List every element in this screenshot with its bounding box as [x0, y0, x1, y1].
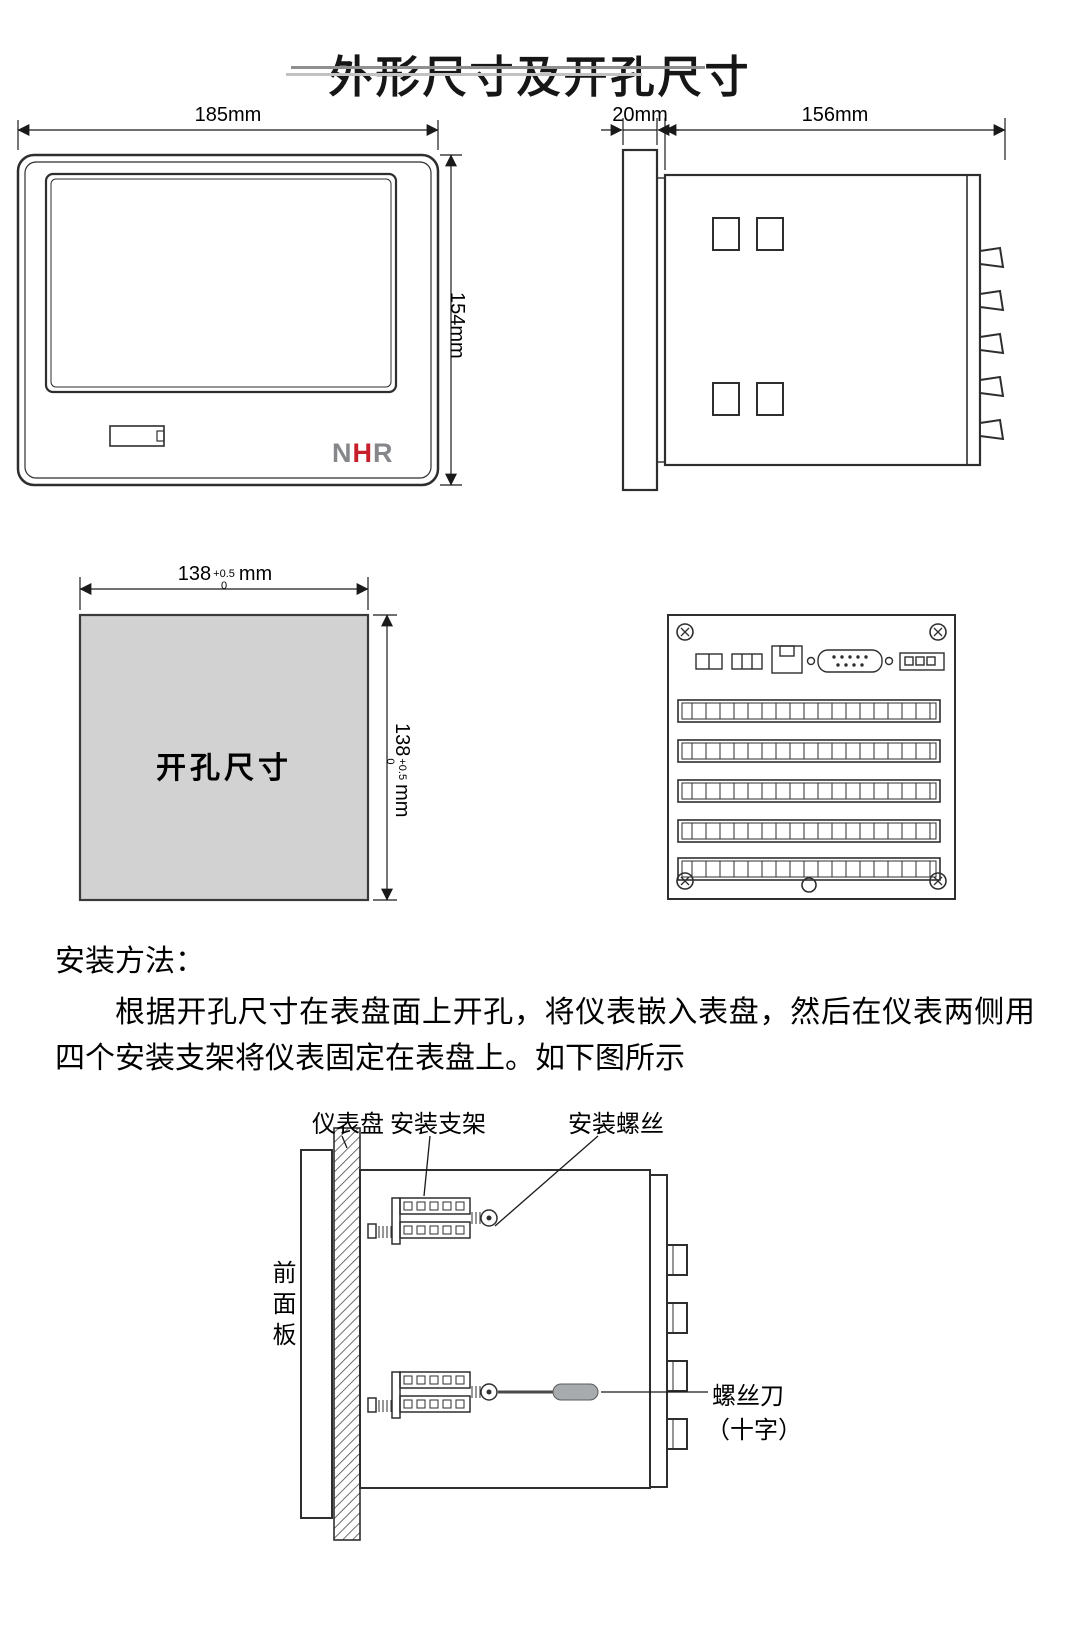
brand-logo: NHR — [332, 438, 394, 469]
cutout-caption: 开孔尺寸 — [156, 752, 292, 785]
width-dimension-lines — [17, 120, 439, 150]
io-connectors — [695, 645, 945, 674]
terminal-connector-icon — [731, 653, 763, 670]
label-screwdriver-type: （十字） — [706, 1418, 802, 1444]
label-mounting-bracket: 安装支架 — [390, 1112, 486, 1138]
mounting-clip — [666, 1360, 688, 1392]
side-vent-slots — [712, 217, 784, 416]
installation-section: 安装方法： 根据开孔尺寸在表盘面上开孔，将仪表嵌入表盘，然后在仪表两侧用四个安装… — [55, 936, 1035, 1082]
hook — [979, 290, 1004, 311]
label-instrument-panel: 仪表盘 — [312, 1112, 384, 1138]
cutout-width-dimension-lines — [79, 577, 369, 610]
rear-terminal-hooks — [979, 247, 1004, 440]
device-screen — [44, 172, 398, 394]
rj45-connector-icon — [771, 645, 803, 674]
bezel-body-join — [657, 177, 665, 463]
front-slot — [109, 425, 165, 447]
rear-view-figure — [660, 608, 965, 908]
front-width-dimension-label: 185mm — [194, 104, 262, 126]
leader-lines — [341, 1135, 708, 1393]
terminal-connector-icon — [695, 653, 723, 670]
hook — [979, 419, 1004, 440]
device-outline — [16, 153, 440, 487]
page-title: 外形尺寸及开孔尺寸 — [328, 53, 752, 103]
hook — [979, 247, 1004, 268]
cutout-square — [78, 613, 370, 902]
mounting-panel-hatched — [333, 1127, 361, 1541]
length-dimension-label: 156mm — [801, 104, 869, 126]
front-height-dimension-label: 154mm — [446, 292, 468, 359]
instrument-body — [359, 1169, 651, 1489]
cutout-height-dimension-lines — [373, 614, 397, 901]
rear-end-bar — [649, 1174, 668, 1488]
power-terminal-icon — [899, 652, 945, 671]
logo-letter-h: H — [352, 438, 373, 468]
front-bezel-section — [621, 148, 659, 492]
device-body-section — [663, 173, 982, 467]
installation-heading: 安装方法： — [55, 945, 205, 978]
db9-connector-icon — [806, 649, 894, 673]
label-screwdriver: 螺丝刀 — [712, 1384, 784, 1410]
install-diagram-drawing — [300, 1127, 708, 1541]
hook — [979, 333, 1004, 354]
rear-view-drawing — [667, 614, 956, 900]
title-underline-shadow — [286, 73, 642, 76]
mounting-clip — [666, 1418, 688, 1450]
logo-letter-n: N — [332, 438, 353, 468]
install-diagram-figure: 仪表盘 安装支架 安装螺丝 前面板 螺丝刀 （十字） — [0, 1080, 1080, 1600]
dim-unit: mm — [391, 784, 413, 818]
tolerance-lower: 0 — [384, 758, 397, 765]
side-view-figure: 20mm 156mm — [595, 100, 1035, 498]
label-mounting-screw: 安装螺丝 — [568, 1112, 664, 1138]
cutout-drawing — [78, 577, 397, 902]
dim-unit: mm — [238, 563, 273, 585]
rear-panel — [667, 614, 956, 900]
tolerance-lower: 0 — [220, 579, 228, 592]
height-dimension-lines — [440, 154, 462, 486]
ground-hole — [801, 877, 817, 893]
screwdriver — [498, 1383, 599, 1401]
logo-letter-r: R — [373, 438, 394, 468]
dim-base: 138 — [177, 563, 212, 585]
mounting-clip — [666, 1302, 688, 1334]
tolerance-upper: +0.5 — [396, 758, 408, 781]
tolerance-upper: +0.5 — [213, 568, 235, 580]
length-dimension-lines — [664, 118, 1006, 170]
front-view-figure: 185mm 154mm NHR — [10, 100, 490, 498]
side-view-drawing — [601, 118, 1006, 492]
dim-base: 138 — [391, 723, 413, 757]
label-front-panel: 前面板 — [268, 1260, 294, 1353]
mounting-clip — [666, 1244, 688, 1276]
hook — [979, 376, 1004, 397]
front-view-drawing — [16, 120, 462, 487]
front-panel-bezel — [300, 1149, 333, 1519]
depth-dimension-label: 20mm — [612, 104, 668, 126]
title-underline — [291, 66, 705, 69]
installation-paragraph: 根据开孔尺寸在表盘面上开孔，将仪表嵌入表盘，然后在仪表两侧用四个安装支架将仪表固… — [55, 996, 1035, 1075]
